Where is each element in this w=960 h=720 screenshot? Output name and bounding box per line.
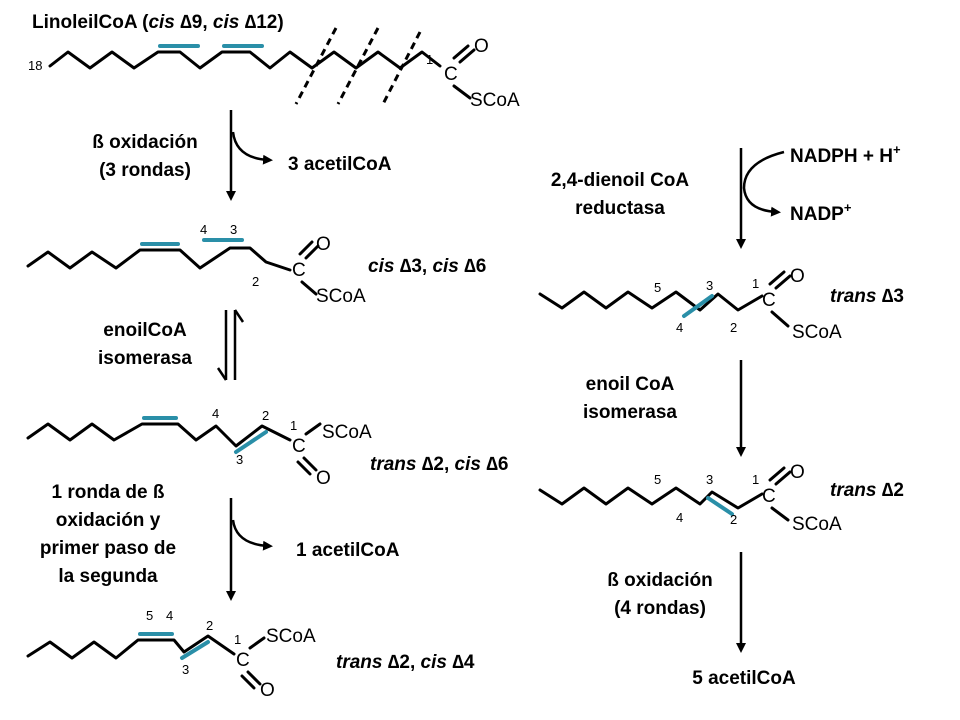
svg-text:ß oxidación: ß oxidación xyxy=(607,570,713,591)
svg-text:1: 1 xyxy=(290,418,297,433)
svg-text:C: C xyxy=(292,436,306,457)
svg-text:1 ronda de ß: 1 ronda de ß xyxy=(52,482,165,503)
svg-text:1: 1 xyxy=(752,276,759,291)
svg-text:O: O xyxy=(260,680,275,701)
step-beta-oxidation-4: ß oxidación (4 rondas) 5 acetilCoA xyxy=(607,552,796,689)
svg-text:3: 3 xyxy=(230,222,237,237)
svg-text:2,4-dienoil CoA: 2,4-dienoil CoA xyxy=(551,170,690,191)
molecule-trans3: 5 3 1 4 2 C O SCoA trans ∆3 xyxy=(538,266,904,343)
carbon-number-18: 18 xyxy=(28,58,42,73)
svg-text:(4 rondas): (4 rondas) xyxy=(614,598,706,619)
svg-text:2: 2 xyxy=(730,320,737,335)
svg-text:SCoA: SCoA xyxy=(322,422,372,443)
svg-text:5: 5 xyxy=(146,608,153,623)
svg-text:SCoA: SCoA xyxy=(266,626,316,647)
cofactor-nadph: NADPH + H+ xyxy=(790,142,901,167)
isomer-label: trans ∆2, cis ∆6 xyxy=(370,454,508,475)
diagram-title: LinoleilCoA (cis ∆9, cis ∆12) xyxy=(32,12,284,33)
svg-text:isomerasa: isomerasa xyxy=(98,348,192,369)
svg-text:3: 3 xyxy=(182,662,189,677)
svg-text:O: O xyxy=(316,234,331,255)
svg-text:C: C xyxy=(762,486,776,507)
svg-text:4: 4 xyxy=(676,510,683,525)
svg-text:4: 4 xyxy=(676,320,683,335)
svg-text:4: 4 xyxy=(212,406,219,421)
svg-text:enoil CoA: enoil CoA xyxy=(586,374,675,395)
svg-text:SCoA: SCoA xyxy=(792,514,842,535)
molecule-linoleoyl-coa: 18 1 C O SCoA xyxy=(28,27,520,111)
carbon-number-1: 1 xyxy=(426,52,433,67)
svg-text:2: 2 xyxy=(730,512,737,527)
byproduct-arrow xyxy=(231,519,273,551)
svg-text:C: C xyxy=(236,650,250,671)
svg-text:O: O xyxy=(316,468,331,489)
isomer-label: trans ∆2 xyxy=(830,480,904,501)
cleavage-line-2 xyxy=(336,27,380,105)
step-dienoyl-coa-reductase: 2,4-dienoil CoA reductasa NADPH + H+ NAD… xyxy=(551,142,901,249)
isomer-label: trans ∆2, cis ∆4 xyxy=(336,652,475,673)
svg-text:4: 4 xyxy=(166,608,173,623)
svg-text:3: 3 xyxy=(706,278,713,293)
step-beta-oxidation-1: 1 ronda de ß oxidación y primer paso de … xyxy=(40,482,400,601)
byproduct-label: 3 acetilCoA xyxy=(288,154,392,175)
svg-text:(3 rondas): (3 rondas) xyxy=(99,160,191,181)
carbonyl-carbon: C xyxy=(444,64,458,85)
svg-text:2: 2 xyxy=(206,618,213,633)
isomer-label: trans ∆3 xyxy=(830,286,904,307)
svg-text:ß oxidación: ß oxidación xyxy=(92,132,198,153)
molecule-trans2-cis4: 5 4 2 1 3 C SCoA O trans ∆2, cis ∆4 xyxy=(26,608,475,701)
cleavage-line-3 xyxy=(380,31,422,107)
svg-text:SCoA: SCoA xyxy=(316,286,366,307)
svg-text:reductasa: reductasa xyxy=(575,198,665,219)
svg-text:3: 3 xyxy=(706,472,713,487)
svg-text:la segunda: la segunda xyxy=(58,566,158,587)
molecule-trans2-cis6: 4 2 1 3 C SCoA O trans ∆2, cis ∆6 xyxy=(26,406,508,489)
cofactor-nadp: NADP+ xyxy=(790,200,852,225)
svg-text:1: 1 xyxy=(234,632,241,647)
carbon-chain xyxy=(48,50,442,70)
scoa-group: SCoA xyxy=(470,90,520,111)
step-beta-oxidation-3: ß oxidación (3 rondas) 3 acetilCoA xyxy=(92,110,392,201)
step-enoyl-coa-isomerase-2: enoil CoA isomerasa xyxy=(583,360,746,457)
carbonyl-oxygen: O xyxy=(474,36,489,57)
svg-text:primer paso de: primer paso de xyxy=(40,538,176,559)
molecule-trans2: 5 3 1 4 2 C O SCoA trans ∆2 xyxy=(538,462,904,535)
isomer-label: cis ∆3, cis ∆6 xyxy=(368,256,486,277)
svg-text:O: O xyxy=(790,462,805,483)
step-enoyl-coa-isomerase: enoilCoA isomerasa xyxy=(98,309,245,381)
svg-text:5: 5 xyxy=(654,280,661,295)
molecule-cis3-cis6: 4 3 2 C O SCoA cis ∆3, cis ∆6 xyxy=(26,222,486,307)
svg-text:SCoA: SCoA xyxy=(792,322,842,343)
svg-text:isomerasa: isomerasa xyxy=(583,402,677,423)
final-product-label: 5 acetilCoA xyxy=(692,668,796,689)
svg-text:C: C xyxy=(292,260,306,281)
svg-text:4: 4 xyxy=(200,222,207,237)
svg-text:O: O xyxy=(790,266,805,287)
svg-text:2: 2 xyxy=(262,408,269,423)
svg-text:C: C xyxy=(762,290,776,311)
svg-text:3: 3 xyxy=(236,452,243,467)
byproduct-arrow xyxy=(231,131,273,165)
byproduct-label: 1 acetilCoA xyxy=(296,540,400,561)
cofactor-arrow xyxy=(742,150,785,217)
svg-text:enoilCoA: enoilCoA xyxy=(103,320,187,341)
svg-text:5: 5 xyxy=(654,472,661,487)
svg-text:2: 2 xyxy=(252,274,259,289)
cleavage-line-1 xyxy=(294,27,338,105)
svg-text:1: 1 xyxy=(752,472,759,487)
svg-text:oxidación y: oxidación y xyxy=(56,510,161,531)
